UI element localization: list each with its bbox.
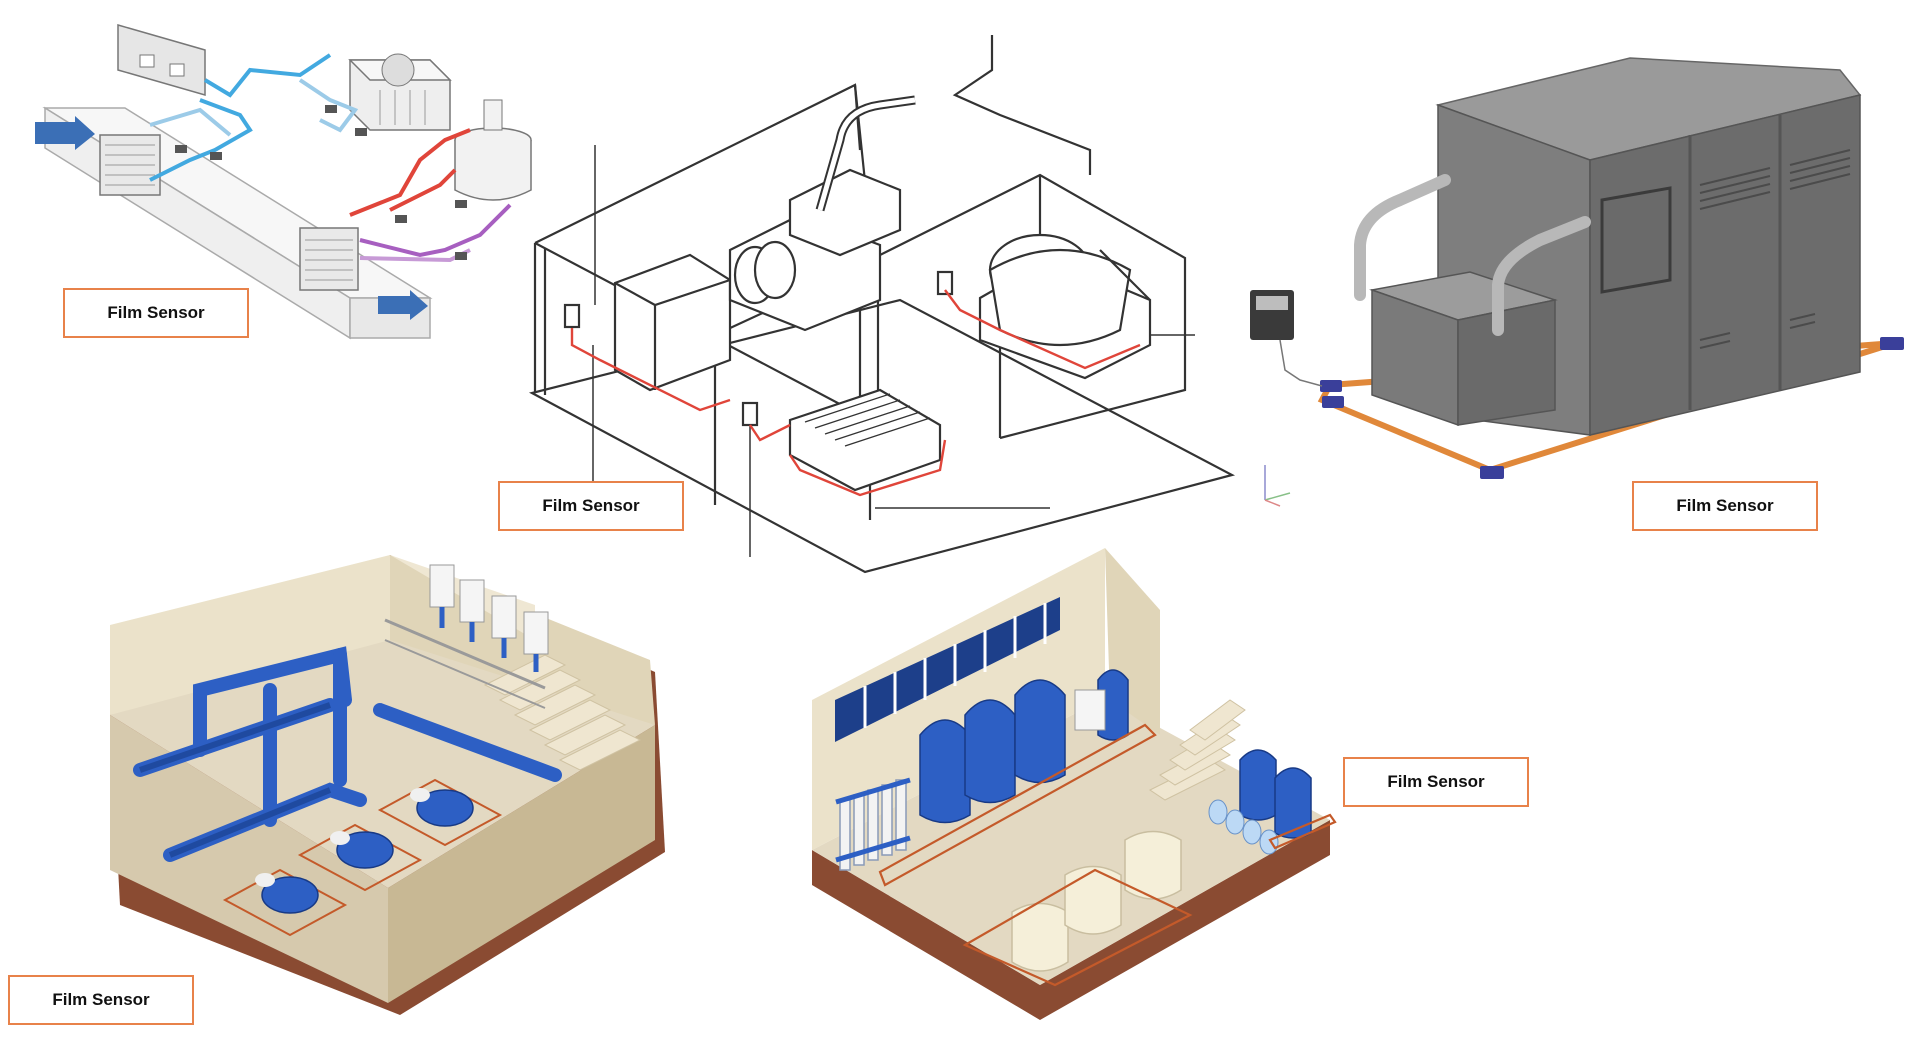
hvac-system-illustration bbox=[35, 24, 532, 340]
sensor-cable bbox=[570, 289, 1141, 497]
pump-room-illustration bbox=[110, 555, 665, 1015]
control-panel bbox=[117, 24, 206, 96]
cooling-tower bbox=[348, 53, 452, 131]
coil-unit bbox=[99, 134, 161, 196]
airflow-in-arrow bbox=[35, 116, 95, 150]
water-treatment-room-illustration bbox=[812, 548, 1337, 1020]
film-sensor-label: Film Sensor bbox=[63, 288, 249, 338]
enclosure-window bbox=[1600, 186, 1672, 294]
storage-tank bbox=[454, 99, 532, 201]
film-sensor-label: Film Sensor bbox=[1343, 757, 1529, 807]
airflow-out-arrow bbox=[378, 290, 428, 320]
coil-unit bbox=[299, 227, 359, 291]
film-sensor-label: Film Sensor bbox=[8, 975, 194, 1025]
control-panel bbox=[1074, 689, 1106, 731]
film-sensor-label: Film Sensor bbox=[498, 481, 684, 531]
generator-room-illustration bbox=[528, 35, 1236, 574]
film-sensor-label: Film Sensor bbox=[1632, 481, 1818, 531]
enclosure-illustration bbox=[1250, 57, 1904, 507]
